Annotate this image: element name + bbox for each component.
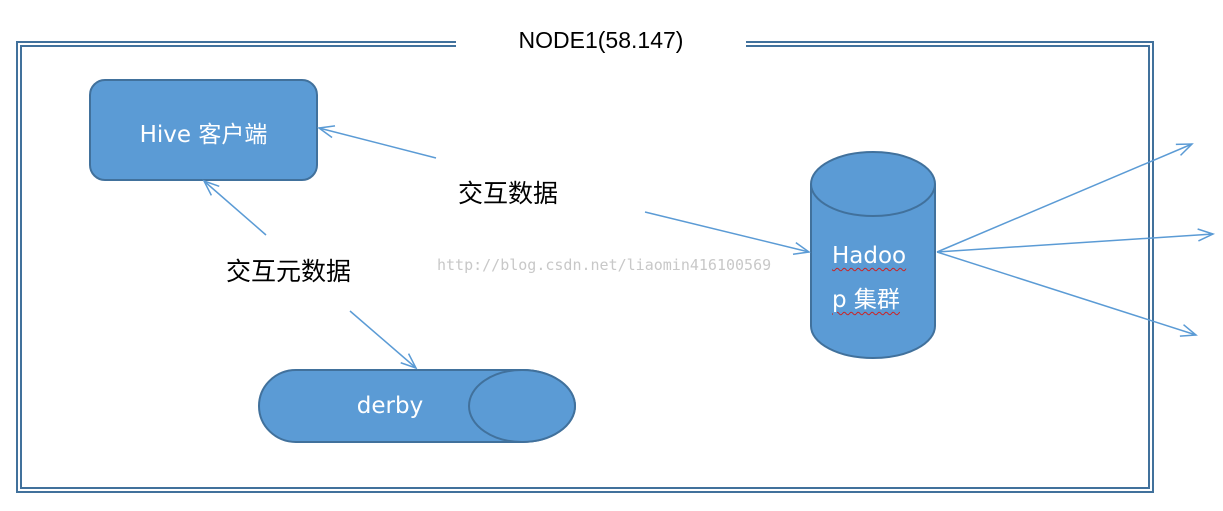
watermark-text: http://blog.csdn.net/liaomin416100569 xyxy=(437,256,772,274)
interaction-data-label: 交互数据 xyxy=(458,179,559,208)
node-title: NODE1(58.147) xyxy=(456,22,746,58)
interaction-metadata-label: 交互元数据 xyxy=(226,257,352,286)
hadoop-cluster-label: Hadoo p 集群 xyxy=(812,234,934,322)
arrow-hadoop-out-3 xyxy=(936,251,1196,335)
derby-label: derby xyxy=(356,393,424,419)
hadoop-cylinder xyxy=(810,151,936,359)
hive-client-label: Hive 客户端 xyxy=(139,122,268,148)
hadoop-label-line1: Hadoo xyxy=(832,243,907,269)
hadoop-label-line2: p 集群 xyxy=(832,278,934,322)
arrow-data-to-hive xyxy=(319,128,437,159)
arrow-hadoop-out-2 xyxy=(936,234,1213,253)
arrow-metadata-to-derby xyxy=(349,310,416,368)
hadoop-label-line2-text: p 集群 xyxy=(832,287,900,313)
arrow-metadata-to-hive xyxy=(204,181,267,236)
derby-cylinder xyxy=(258,369,576,443)
arrow-hadoop-out-1 xyxy=(936,144,1192,253)
arrow-data-to-hadoop xyxy=(644,211,809,252)
